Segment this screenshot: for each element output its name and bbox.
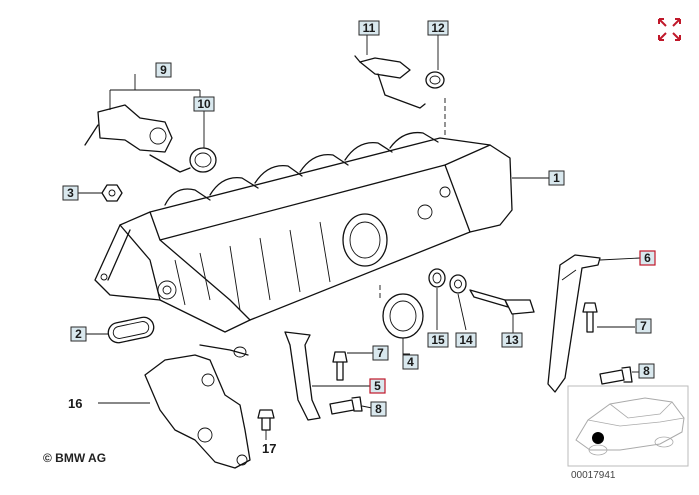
label-box-8-middle[interactable]: 8 (370, 401, 387, 417)
label-box-5[interactable]: 5 (369, 378, 386, 394)
label-1: 1 (553, 171, 560, 185)
expand-arrows-icon[interactable] (658, 18, 681, 41)
gasket (107, 316, 155, 344)
label-15: 15 (431, 333, 445, 347)
label-10: 10 (197, 97, 211, 111)
label-8-middle: 8 (375, 402, 382, 416)
label-box-12[interactable]: 12 (427, 20, 449, 36)
label-3: 3 (67, 186, 74, 200)
label-16[interactable]: 16 (68, 396, 82, 411)
label-box-14[interactable]: 14 (455, 332, 477, 348)
temp-sensor-13 (469, 289, 535, 315)
label-12: 12 (431, 21, 445, 35)
car-locator-icon (567, 385, 689, 467)
bolt-8-middle (329, 396, 363, 415)
label-box-7-middle[interactable]: 7 (372, 345, 389, 361)
label-7-middle: 7 (377, 346, 384, 360)
label-11: 11 (363, 21, 376, 35)
intake-manifold (94, 131, 513, 333)
copyright-text: © BMW AG (43, 451, 106, 465)
label-box-3[interactable]: 3 (62, 185, 79, 201)
label-9: 9 (160, 63, 167, 77)
bolt-7-right (582, 302, 598, 333)
label-13: 13 (505, 333, 519, 347)
label-box-2[interactable]: 2 (70, 326, 87, 342)
washer-12 (425, 71, 445, 89)
label-14: 14 (459, 333, 473, 347)
label-17[interactable]: 17 (262, 441, 276, 456)
label-box-13[interactable]: 13 (501, 332, 523, 348)
diagram-number: 00017941 (571, 470, 616, 481)
bolt-8-right (599, 366, 633, 385)
label-box-6[interactable]: 6 (639, 250, 656, 266)
throttle-seal-4 (382, 293, 424, 339)
label-box-15[interactable]: 15 (427, 332, 449, 348)
idle-valve (84, 104, 191, 173)
label-4: 4 (407, 355, 414, 369)
washer-14 (449, 274, 467, 294)
label-7-right: 7 (640, 319, 647, 333)
bolt-7-middle (332, 351, 348, 381)
hex-nut (101, 184, 123, 202)
o-ring-seal (189, 147, 217, 173)
label-box-4[interactable]: 4 (402, 354, 419, 370)
sensor-11 (354, 55, 426, 109)
bracket-16 (144, 344, 251, 469)
label-box-1[interactable]: 1 (548, 170, 565, 186)
label-8-right: 8 (643, 364, 650, 378)
ring-15 (428, 268, 446, 288)
leader-lines (78, 35, 641, 440)
label-box-8-right[interactable]: 8 (638, 363, 655, 379)
label-5: 5 (374, 379, 381, 393)
label-box-10[interactable]: 10 (193, 96, 215, 112)
bracket-5 (284, 331, 321, 421)
label-6: 6 (644, 251, 651, 265)
bracket-6 (547, 254, 601, 393)
label-box-9[interactable]: 9 (155, 62, 172, 78)
label-box-11[interactable]: 11 (358, 20, 380, 36)
label-2: 2 (75, 327, 82, 341)
label-box-7-right[interactable]: 7 (635, 318, 652, 334)
bolt-17 (257, 409, 275, 431)
